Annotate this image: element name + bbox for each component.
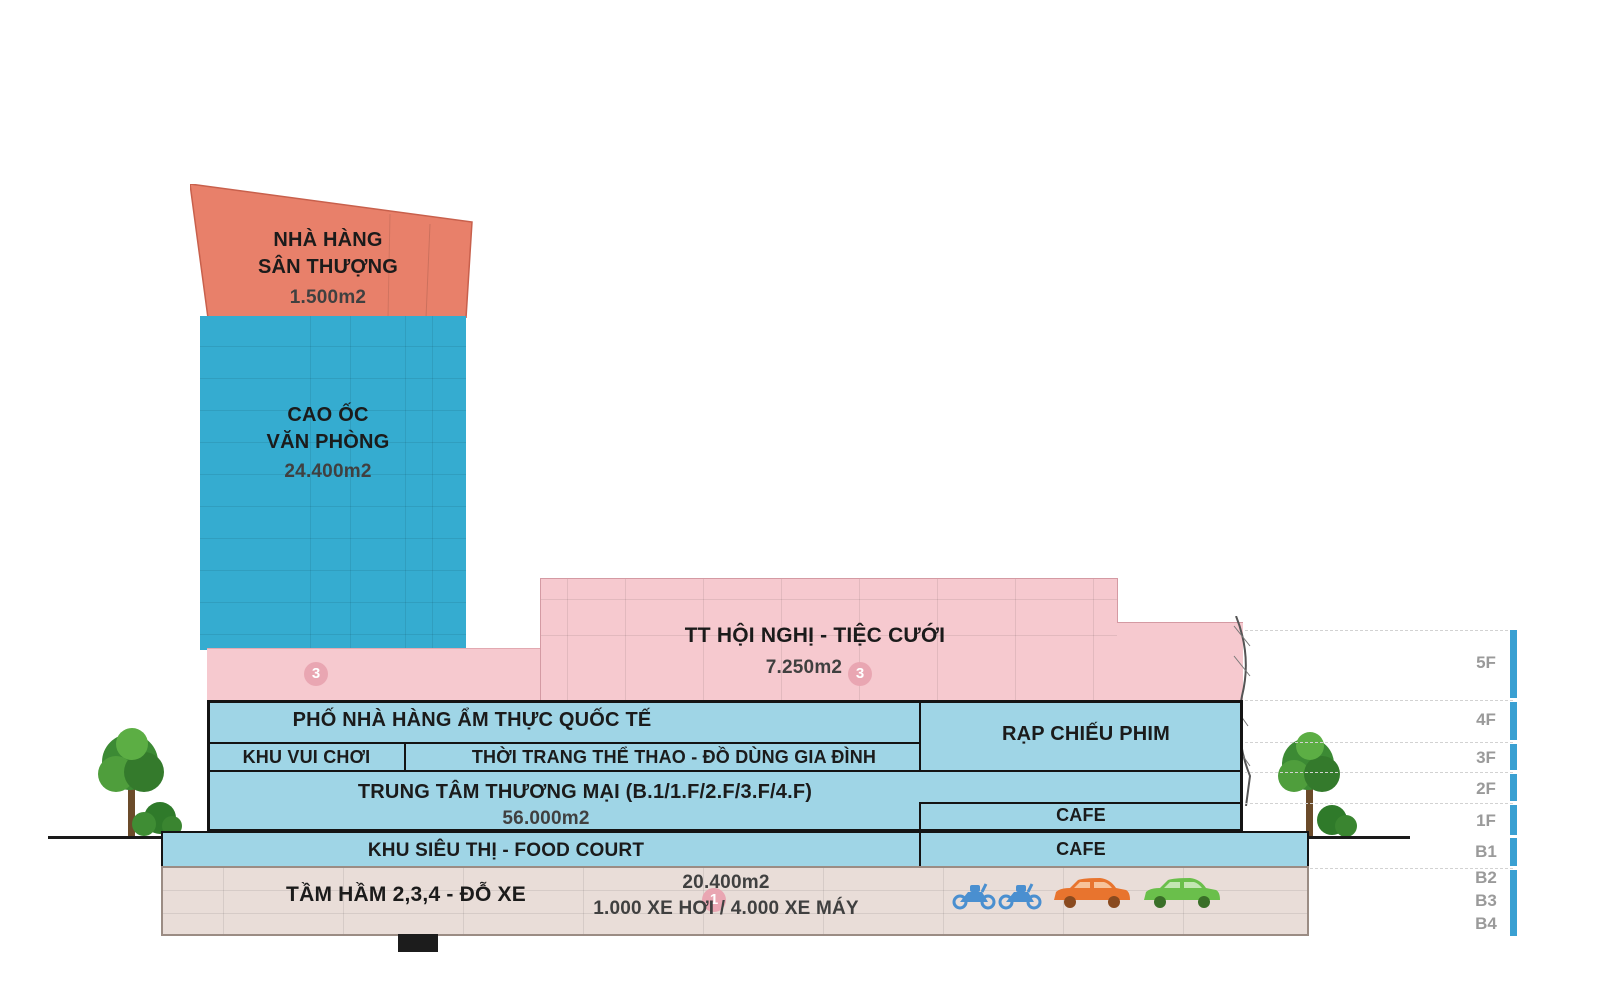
floor-divider xyxy=(1245,742,1513,743)
office-title-line2: VĂN PHÒNG xyxy=(266,431,390,453)
supermarket-food-court-zone xyxy=(161,831,921,868)
floor-divider xyxy=(1245,630,1513,631)
basement-area: 20.400m2 xyxy=(682,872,770,893)
office-tower-zone xyxy=(200,316,466,650)
mall-title: TRUNG TÂM THƯƠNG MẠI (B.1/1.F/2.F/3.F/4.… xyxy=(357,781,813,803)
floor-label-2f: 2F xyxy=(1476,779,1496,798)
rooftop-restaurant-zone xyxy=(190,184,473,318)
tree-icon xyxy=(1278,732,1357,836)
floor-bar-3f xyxy=(1510,744,1517,770)
cafe-1f-label: CAFE xyxy=(1056,805,1106,825)
facade-truss xyxy=(1233,616,1252,806)
basement-title: TẦM HẦM 2,3,4 - ĐỖ XE xyxy=(286,883,526,906)
podium-5f-left-zone xyxy=(207,648,541,701)
floor-label-b3: B3 xyxy=(1475,891,1497,910)
motorbike-icon xyxy=(998,883,1042,910)
conference-area: 7.250m2 xyxy=(765,657,843,678)
conference-hall-zone xyxy=(540,578,1118,701)
rooftop-title-line1: NHÀ HÀNG xyxy=(273,229,383,251)
floor-divider xyxy=(1245,772,1513,773)
conference-title: TT HỘI NGHỊ - TIỆC CƯỚI xyxy=(684,624,946,647)
floor-bar-5f xyxy=(1510,630,1517,698)
car-icon xyxy=(1144,878,1220,908)
rooftop-area: 1.500m2 xyxy=(289,287,367,308)
floor-label-b2: B2 xyxy=(1475,868,1497,887)
floor-divider xyxy=(1245,700,1513,701)
playground-label: KHU VUI CHƠI xyxy=(242,747,371,767)
floor-label-4f: 4F xyxy=(1476,710,1496,729)
supermarket-label: KHU SIÊU THỊ - FOOD COURT xyxy=(367,840,645,861)
office-area: 24.400m2 xyxy=(284,461,372,482)
motorbike-icon xyxy=(952,883,996,910)
car-icon xyxy=(1054,878,1130,908)
mall-area: 56.000m2 xyxy=(502,808,590,829)
marker-badge: 3 xyxy=(848,662,872,686)
basement-sump xyxy=(398,934,438,952)
marker-badge: 3 xyxy=(304,662,328,686)
floor-bar-2f xyxy=(1510,774,1517,801)
floor-bar-b1 xyxy=(1510,838,1517,866)
basement-capacity: 1.000 XE HƠI / 4.000 XE MÁY xyxy=(593,898,859,919)
floor-divider xyxy=(1310,868,1513,869)
rooftop-title-line2: SÂN THƯỢNG xyxy=(257,256,399,278)
floor-label-b1: B1 xyxy=(1475,842,1497,861)
floor-label-b4: B4 xyxy=(1475,914,1497,933)
floor-label-3f: 3F xyxy=(1476,748,1496,767)
podium-5f-right-zone xyxy=(1117,622,1243,701)
office-title-line1: CAO ỐC xyxy=(287,404,369,426)
floor-label-1f: 1F xyxy=(1476,811,1496,830)
cafe-b1-label: CAFE xyxy=(1056,839,1106,859)
tree-icon xyxy=(98,728,182,836)
floor-bar-b2-b4 xyxy=(1510,870,1517,936)
floor-bar-1f xyxy=(1510,805,1517,835)
fashion-label: THỜI TRANG THỂ THAO - ĐỒ DÙNG GIA ĐÌNH xyxy=(471,747,877,767)
cinema-label: RẠP CHIẾU PHIM xyxy=(1001,723,1170,745)
food-street-label: PHỐ NHÀ HÀNG ẨM THỰC QUỐC TẾ xyxy=(292,709,652,731)
floor-label-5f: 5F xyxy=(1476,653,1496,672)
marker-badge: 1 xyxy=(702,888,726,912)
floor-bar-4f xyxy=(1510,702,1517,740)
floor-divider xyxy=(1245,803,1513,804)
